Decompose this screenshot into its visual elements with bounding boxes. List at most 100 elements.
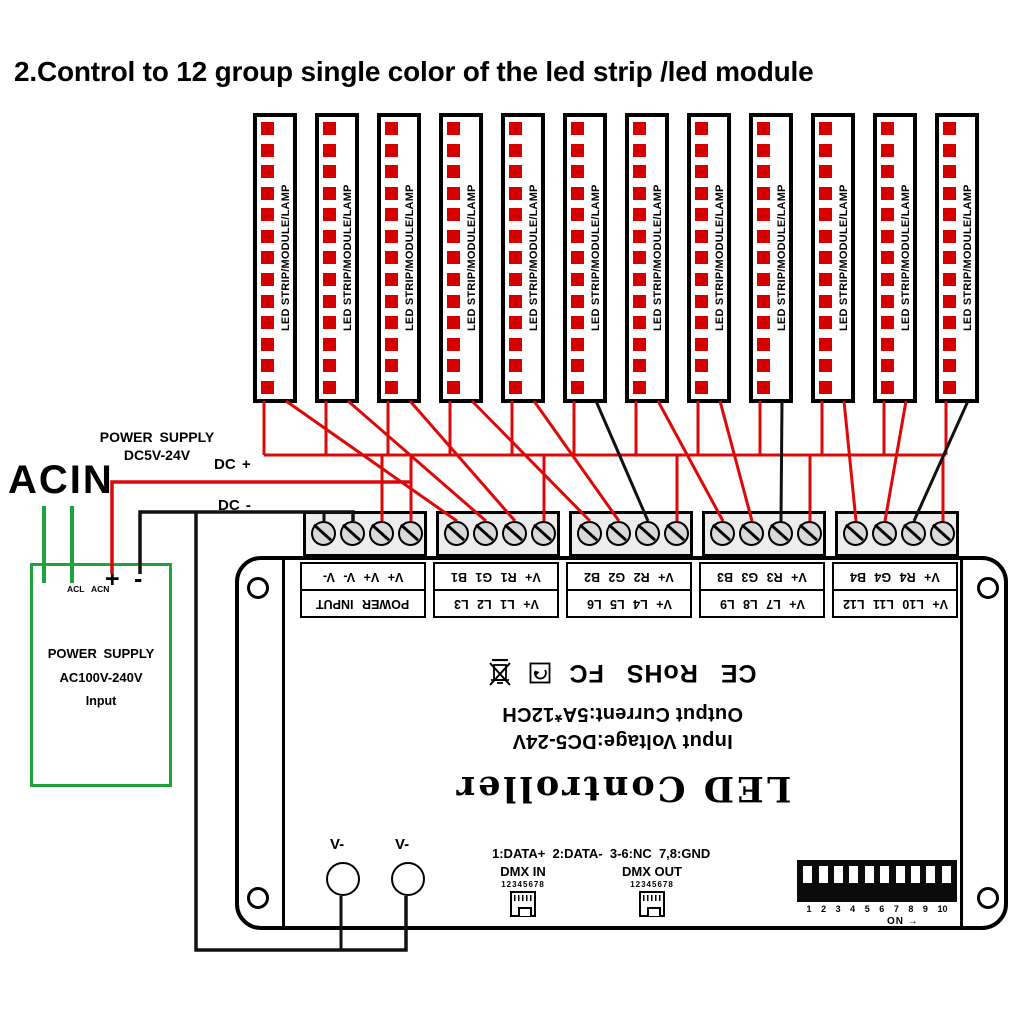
led-segment [571,359,584,373]
led-segment [261,273,274,287]
psu-name-line1: POWER SUPPLY [47,646,155,661]
led-segment [757,294,770,308]
led-segment [323,337,336,351]
terminal-label-text: V+ L7 L8 L9 [719,596,805,611]
dip-switch-lever [880,866,890,883]
led-segment [695,294,708,308]
dip-switch-lever [926,866,936,883]
led-strip: LED STRIP/MODULE/LAMP [687,113,731,403]
led-segment [261,208,274,222]
led-segment [819,294,832,308]
led-segment [943,208,956,222]
led-segment-column [881,122,895,394]
led-segment [757,316,770,330]
led-segment [757,359,770,373]
led-segment [323,229,336,243]
led-segment [819,229,832,243]
screw-terminal [739,521,764,546]
screw-terminal [398,521,423,546]
terminal-label-text: V+ L10 L11 L12 [842,596,948,611]
led-segment [261,316,274,330]
led-segment-column [385,122,399,394]
led-segment-column [819,122,833,394]
dc-plus-label: DC + [214,456,251,473]
led-segment [509,273,522,287]
led-segment [323,294,336,308]
psu-minus-terminal: - [134,565,143,593]
dip-switch-number: 7 [893,904,899,914]
led-segment [757,186,770,200]
wire [532,400,621,522]
dip-switch-lever [818,866,828,883]
diagram-title: 2.Control to 12 group single color of th… [14,56,814,87]
dc-supply-line1: POWER SUPPLY [99,429,215,445]
led-strip-label: LED STRIP/MODULE/LAMP [962,184,974,332]
led-segment-column [447,122,461,394]
dip-switch-lever [941,866,951,883]
psu-name: POWER SUPPLY AC100V-240V Input [33,646,169,708]
dip-switch-number: 5 [864,904,870,914]
terminal-block [569,511,693,557]
led-segment [633,229,646,243]
led-strip-label: LED STRIP/MODULE/LAMP [652,184,664,332]
psu-name-line2: AC100V-240V [59,670,143,685]
led-segment [757,251,770,265]
led-strip-label: LED STRIP/MODULE/LAMP [900,184,912,332]
screw-terminal [340,521,365,546]
terminal-label-row: V+ R4 G4 B4 [834,564,956,591]
led-segment [633,251,646,265]
certification-row: CE RoHS FC [330,656,915,690]
led-strip: LED STRIP/MODULE/LAMP [749,113,793,403]
terminal-label-row: V+ L10 L11 L12 [834,591,956,616]
dip-switch [797,860,957,902]
led-segment [385,186,398,200]
led-segment [509,294,522,308]
screw-terminal [901,521,926,546]
wire [656,400,725,522]
certification-text: CE RoHS FC [568,659,757,688]
led-segment [571,208,584,222]
led-segment [757,208,770,222]
led-strip: LED STRIP/MODULE/LAMP [253,113,297,403]
led-segment [447,208,460,222]
led-segment [695,122,708,135]
rj45-port-icon [510,891,536,917]
terminal-label-text: V+ R4 G4 B4 [850,569,940,584]
led-segment [943,143,956,157]
psu-name-line3: Input [85,694,117,708]
led-segment [323,251,336,265]
wire [594,400,650,522]
led-segment [695,208,708,222]
dip-switch-number: 4 [850,904,856,914]
led-strip-label: LED STRIP/MODULE/LAMP [280,184,292,332]
led-segment-column [261,122,275,394]
led-segment-column [633,122,647,394]
led-segment-column [943,122,957,394]
led-strip-label: LED STRIP/MODULE/LAMP [404,184,416,332]
led-segment [943,380,956,394]
rj45-pins [514,895,532,901]
led-strip: LED STRIP/MODULE/LAMP [439,113,483,403]
led-segment [385,229,398,243]
screw-terminal [369,521,394,546]
wire [779,400,784,522]
terminal-label-text: V+ R2 G2 B2 [584,569,674,584]
dc-supply-line2: DC5V-24V [123,447,191,463]
led-segment [323,165,336,179]
led-segment-column [323,122,337,394]
led-segment [447,229,460,243]
led-segment [695,165,708,179]
led-segment [943,165,956,179]
wire [347,399,487,523]
controller-printing: LED Controller Input Voltage:DC5-24V Out… [330,656,915,809]
led-segment [819,273,832,287]
wire [718,400,754,522]
led-segment [633,186,646,200]
rj45-port-icon [639,891,665,917]
led-segment [881,229,894,243]
led-segment [261,143,274,157]
led-segment [943,251,956,265]
led-segment [447,294,460,308]
